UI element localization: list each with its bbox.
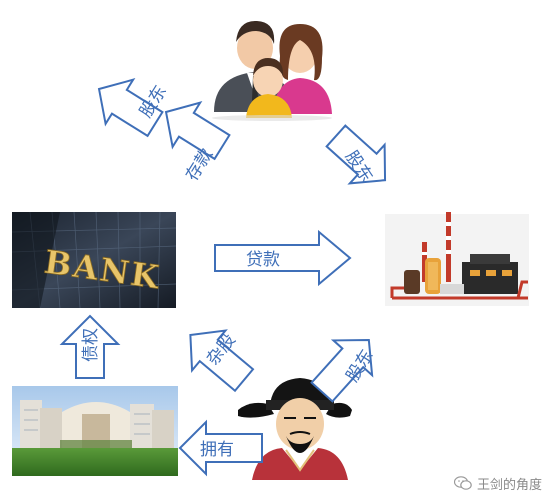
- official-figure-icon: [238, 378, 352, 480]
- arrow-shares-family-to-bank: [97, 78, 164, 138]
- arrow-debt-bank-from-central: [59, 314, 121, 379]
- bank-image: BANK: [11, 211, 177, 309]
- watermark: 王剑的角度: [453, 474, 542, 493]
- arrow-loan-bank-to-factory: [214, 229, 352, 287]
- watermark-text: 王剑的角度: [476, 478, 542, 493]
- arrow-owns-official-to-central: [178, 419, 263, 477]
- arrow-treasury-official-to-bank: [189, 329, 255, 393]
- arrow-label-debt-bank-from-central: 债权: [81, 328, 101, 362]
- arrow-label-owns-official-to-central: 拥有: [200, 440, 234, 460]
- family-icon: [212, 20, 332, 121]
- arrow-deposits-family-to-bank: [164, 101, 231, 161]
- arrow-label-loan-bank-to-factory: 贷款: [246, 250, 280, 270]
- factory-icon: [385, 212, 529, 306]
- arrow-shares-official-to-factory: [310, 338, 374, 403]
- chat-bubble-icon: [453, 476, 472, 490]
- central-bank-image: [12, 386, 178, 476]
- arrow-shares-family-to-factory: [325, 124, 387, 185]
